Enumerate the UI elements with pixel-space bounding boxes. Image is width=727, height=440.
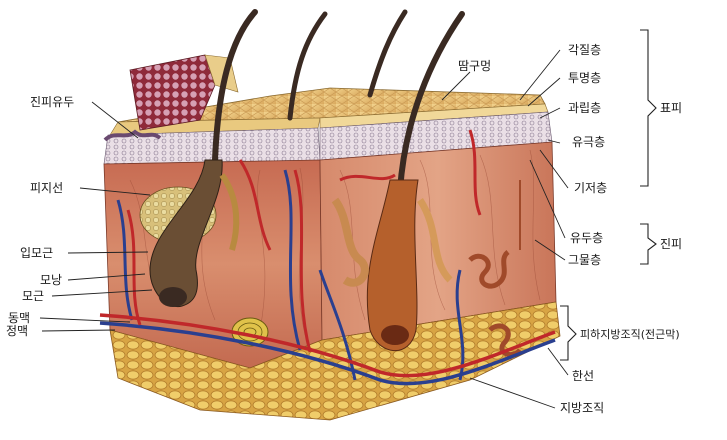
label-stratum-lucidum: 투명층: [568, 71, 601, 85]
epidermis-brace: [640, 30, 656, 186]
label-vein: 정맥: [6, 324, 28, 338]
label-stratum-basale: 기저층: [574, 181, 607, 195]
label-artery: 동맥: [8, 311, 30, 325]
label-reticular-layer: 그물층: [568, 253, 601, 267]
dermis-brace: [640, 224, 656, 264]
label-stratum-granulosum: 과립층: [568, 101, 601, 115]
label-stratum-corneum: 각질층: [568, 43, 601, 57]
label-sebaceous-gland: 피지선: [30, 181, 63, 195]
label-papillary-layer: 유두층: [570, 231, 603, 245]
label-sweat-pore: 땀구멍: [458, 59, 491, 73]
label-stratum-spinosum: 유극층: [572, 135, 605, 149]
label-papillary-dermis: 진피유두: [30, 95, 74, 109]
label-sweat-gland: 한선: [572, 369, 594, 383]
label-hair-follicle: 모낭: [40, 273, 62, 287]
label-hair-root: 모근: [22, 289, 44, 303]
label-dermis: 진피: [660, 237, 682, 251]
top-labels: 땀구멍: [458, 59, 491, 73]
right-labels: 각질층 투명층 과립층 유극층 기저층 유두층 그물층 한선 지방조직: [560, 43, 607, 415]
label-epidermis: 표피: [660, 101, 682, 115]
left-labels: 진피유두 피지선 입모근 모낭 모근 동맥 정맥: [6, 95, 74, 338]
label-adipose-tissue: 지방조직: [560, 401, 604, 415]
hypodermis-brace: [560, 306, 576, 360]
label-hypodermis: 피하지방조직(전근막): [580, 327, 680, 341]
label-arrector-pili: 입모근: [20, 246, 53, 260]
